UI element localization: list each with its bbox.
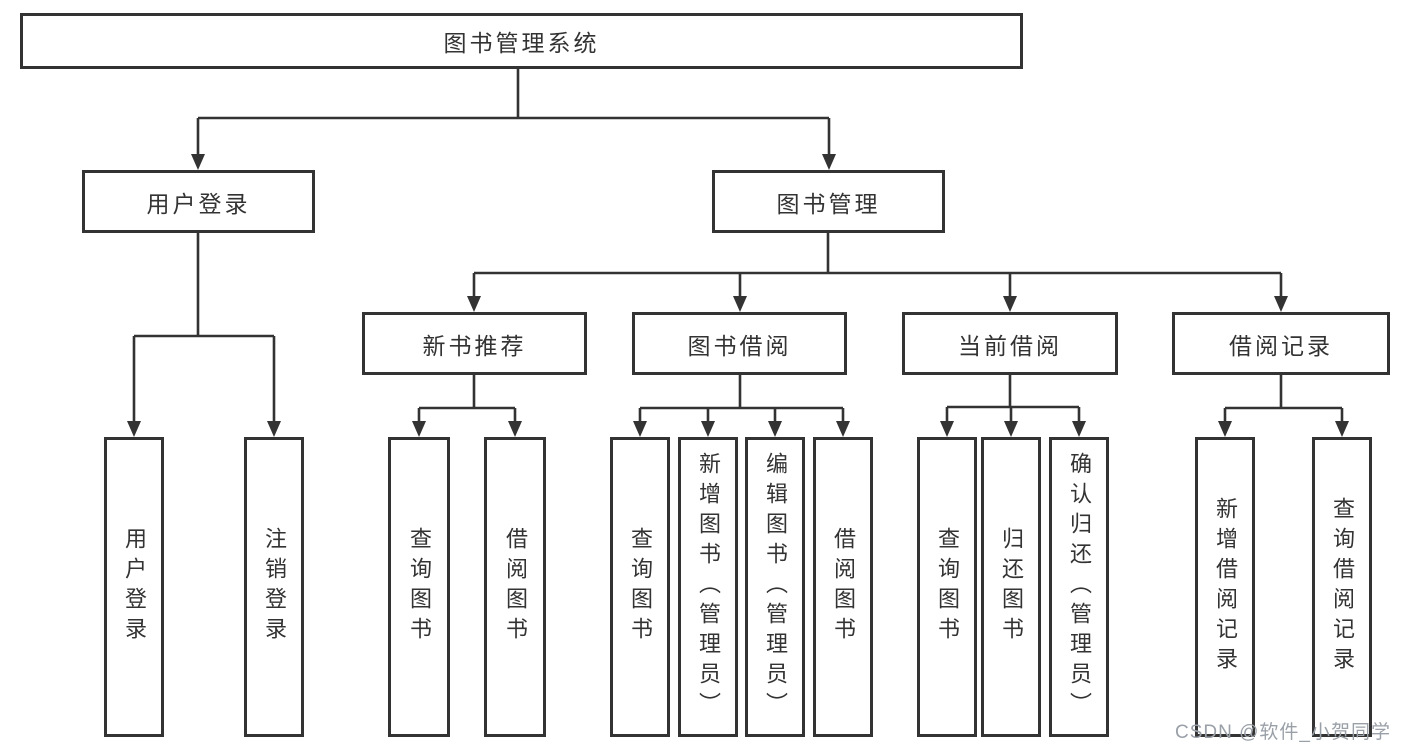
node-root-label: 图书管理系统 [443,30,600,56]
node-label: 新增图书（管理员） [696,452,721,722]
node-label: 查询借阅记录 [1330,497,1355,677]
node-label: 新书推荐 [422,332,527,359]
node-leaf-logout: 注销登录 [244,437,304,737]
node-leaf-user-login: 用户登录 [104,437,164,737]
node-borrowing-records: 借阅记录 [1172,312,1390,375]
node-leaf-confirm-return-admin: 确认归还（管理员） [1049,437,1109,737]
node-label: 查询图书 [407,527,432,647]
node-new-book-recommend: 新书推荐 [362,312,587,375]
node-label: 归还图书 [999,527,1024,647]
node-leaf-borrow-books-2: 借阅图书 [813,437,873,737]
node-leaf-add-books-admin: 新增图书（管理员） [678,437,738,737]
node-user-login-group: 用户登录 [82,170,315,233]
node-label: 借阅图书 [503,527,528,647]
node-book-management-group: 图书管理 [712,170,945,233]
node-leaf-edit-books-admin: 编辑图书（管理员） [745,437,805,737]
node-leaf-query-books-2: 查询图书 [610,437,670,737]
node-current-borrowing: 当前借阅 [902,312,1118,375]
node-leaf-add-borrow-record: 新增借阅记录 [1195,437,1255,737]
node-leaf-query-borrow-record: 查询借阅记录 [1312,437,1372,737]
node-leaf-query-books-3: 查询图书 [917,437,977,737]
node-label: 注销登录 [262,527,287,647]
node-label: 查询图书 [628,527,653,647]
node-root-system: 图书管理系统 [20,13,1023,69]
node-label: 用户登录 [146,190,251,217]
node-leaf-return-books: 归还图书 [981,437,1041,737]
node-label: 查询图书 [935,527,960,647]
node-leaf-query-books-1: 查询图书 [388,437,450,737]
node-leaf-borrow-books-1: 借阅图书 [484,437,546,737]
node-label: 确认归还（管理员） [1067,452,1092,722]
node-book-borrowing: 图书借阅 [632,312,847,375]
node-label: 用户登录 [122,527,147,647]
node-label: 图书借阅 [687,332,792,359]
node-label: 编辑图书（管理员） [763,452,788,722]
node-label: 新增借阅记录 [1213,497,1238,677]
node-label: 当前借阅 [958,332,1062,359]
node-label: 图书管理 [776,190,881,217]
node-label: 借阅记录 [1229,332,1333,359]
csdn-watermark: CSDN @软件_小贺同学 [1175,722,1391,743]
node-label: 借阅图书 [831,527,856,647]
